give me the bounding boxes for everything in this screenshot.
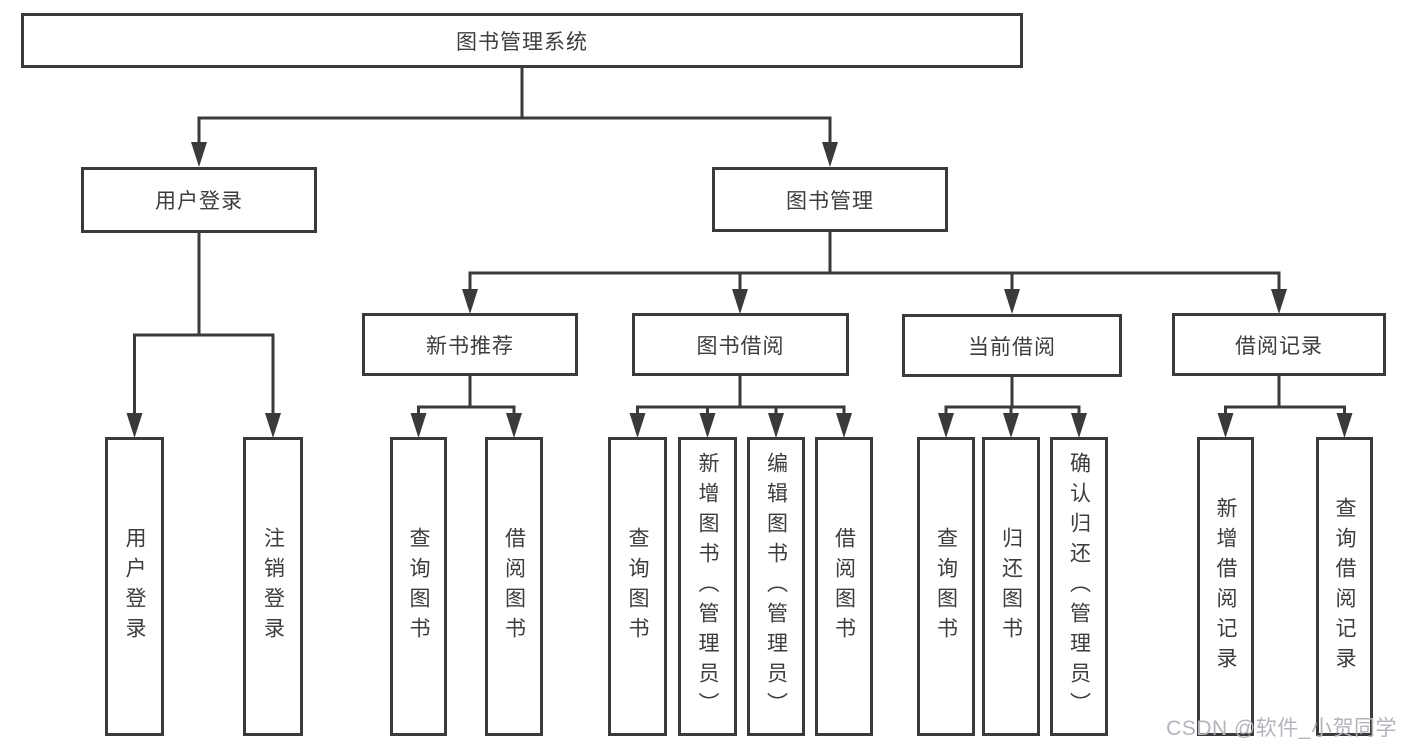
node-borrow-records: 借阅记录 (1172, 313, 1386, 376)
node-library-management-system: 图书管理系统 (21, 13, 1023, 68)
leaf-borrowing-add-book-admin: 新增图书（管理员） (678, 437, 737, 736)
leaf-user-login: 用户登录 (105, 437, 164, 736)
leaf-current-confirm-return-admin: 确认归还（管理员） (1050, 437, 1108, 736)
node-label: 当前借阅 (968, 335, 1056, 359)
leaf-label: 归还图书 (999, 526, 1023, 647)
leaf-borrowing-edit-book-admin: 编辑图书（管理员） (747, 437, 805, 736)
leaf-current-query-book: 查询图书 (917, 437, 975, 736)
leaf-label: 编辑图书（管理员） (764, 451, 788, 722)
leaf-label: 注销登录 (261, 526, 285, 647)
arrowheads (126, 142, 1353, 438)
leaf-record-query-borrow-record: 查询借阅记录 (1316, 437, 1373, 736)
node-book-borrowing: 图书借阅 (632, 313, 849, 376)
node-book-management: 图书管理 (712, 167, 948, 232)
node-label: 图书借阅 (696, 334, 785, 358)
leaf-label: 新增借阅记录 (1214, 496, 1237, 677)
leaf-label: 查询借阅记录 (1333, 496, 1356, 677)
leaf-label: 查询图书 (626, 526, 649, 647)
node-label: 借阅记录 (1235, 334, 1323, 358)
leaf-label: 借阅图书 (832, 526, 856, 647)
node-label: 用户登录 (155, 190, 243, 213)
leaf-record-add-borrow-record: 新增借阅记录 (1197, 437, 1254, 736)
node-new-book-recommend: 新书推荐 (362, 313, 578, 376)
leaf-current-return-book: 归还图书 (982, 437, 1040, 736)
leaf-borrowing-borrow-book: 借阅图书 (815, 437, 873, 736)
node-label: 图书管理系统 (456, 30, 588, 54)
csdn-watermark: CSDN @软件_小贺同学 (1166, 717, 1397, 740)
leaf-label: 确认归还（管理员） (1067, 451, 1091, 722)
leaf-newbook-query-book: 查询图书 (390, 437, 447, 736)
leaf-label: 用户登录 (123, 526, 146, 647)
leaf-label: 新增图书（管理员） (696, 451, 719, 722)
node-user-login: 用户登录 (81, 167, 317, 233)
leaf-label: 查询图书 (934, 526, 958, 647)
leaf-borrowing-query-book: 查询图书 (608, 437, 667, 736)
leaf-label: 查询图书 (407, 526, 430, 647)
leaf-label: 借阅图书 (502, 526, 526, 647)
node-current-borrowing: 当前借阅 (902, 314, 1122, 377)
node-label: 图书管理 (786, 189, 874, 213)
leaf-logout: 注销登录 (243, 437, 303, 736)
leaf-newbook-borrow-book: 借阅图书 (485, 437, 543, 736)
node-label: 新书推荐 (426, 334, 514, 358)
